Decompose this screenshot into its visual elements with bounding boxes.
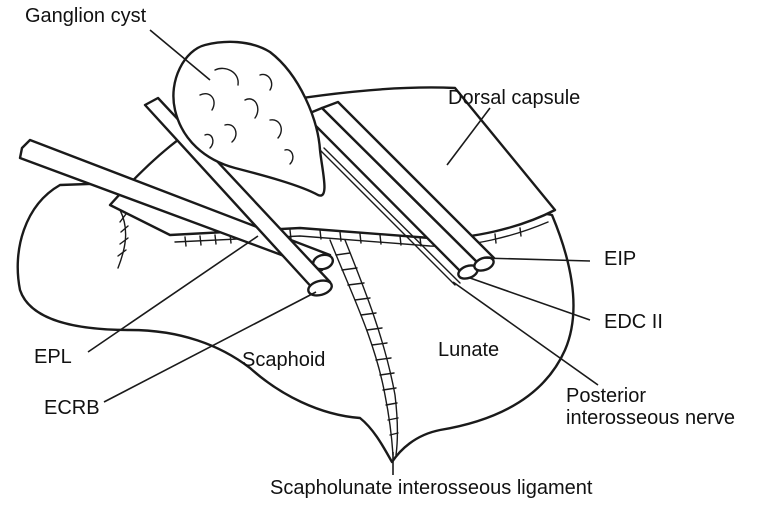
- label-dorsal-capsule: Dorsal capsule: [448, 88, 580, 109]
- label-posterior-nerve-2: interosseous nerve: [566, 408, 735, 429]
- label-eip: EIP: [604, 249, 636, 270]
- label-epl: EPL: [34, 347, 72, 368]
- label-scapholunate-ligament: Scapholunate interosseous ligament: [270, 478, 592, 499]
- label-ecrb: ECRB: [44, 398, 100, 419]
- label-scaphoid: Scaphoid: [242, 350, 325, 371]
- label-ganglion-cyst: Ganglion cyst: [25, 6, 146, 27]
- label-posterior-nerve-1: Posterior: [566, 386, 646, 407]
- label-edc-ii: EDC II: [604, 312, 663, 333]
- label-lunate: Lunate: [438, 340, 499, 361]
